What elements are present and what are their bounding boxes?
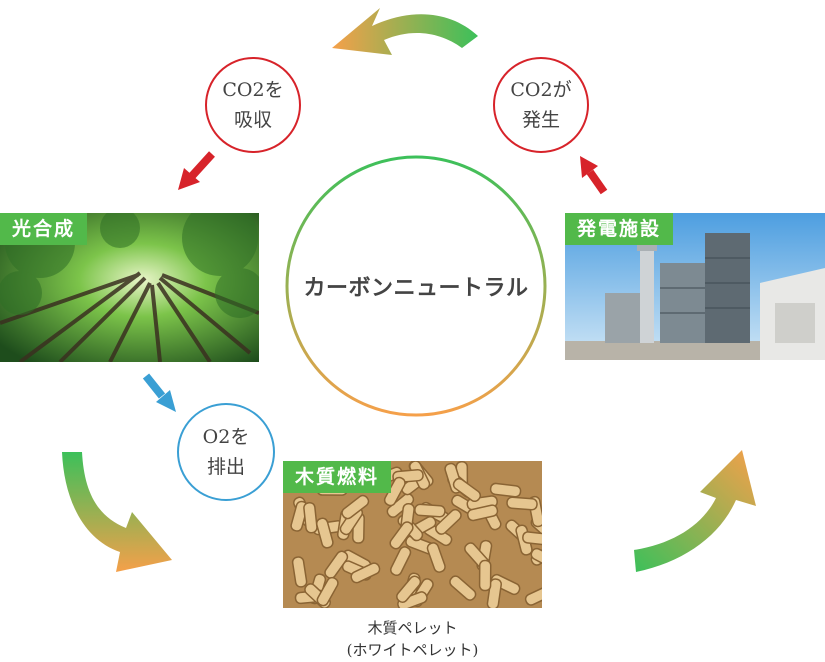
pellet-shape: [396, 575, 422, 603]
pellet-shape: [389, 521, 414, 550]
pellet-shape: [435, 508, 462, 535]
pellet-caption-line1: 木質ペレット: [367, 619, 458, 637]
center-circle: カーボンニュートラル: [285, 155, 547, 417]
top-cycle-arrow-icon: [332, 8, 478, 55]
photosynthesis-photo: 光合成: [0, 213, 259, 362]
co2-emit-line2: 発生: [521, 109, 560, 131]
pellet-shape: [522, 531, 542, 546]
pellet-caption-line2: (ホワイトペレット): [346, 641, 479, 659]
pellet-shape: [341, 494, 370, 520]
pellet-shape: [478, 559, 492, 592]
co2-absorb-bubble: CO2を 吸収: [205, 57, 301, 153]
pellet-shape: [389, 546, 412, 577]
co2-emit-bubble: CO2が 発生: [493, 57, 589, 153]
power-plant-tag: 発電施設: [565, 213, 674, 245]
o2-release-line1: O2を: [202, 426, 250, 448]
co2-absorb-line2: 吸収: [233, 109, 272, 131]
co2-emit-line1: CO2が: [510, 79, 572, 101]
center-label: カーボンニュートラル: [303, 275, 529, 301]
wood-fuel-tag: 木質燃料: [283, 461, 392, 493]
pellet-shape: [426, 542, 446, 573]
oxygen-arrow-icon: [142, 373, 176, 412]
photosynthesis-tag: 光合成: [0, 213, 88, 245]
pellet-shape: [466, 504, 499, 522]
pellet-shape: [506, 496, 538, 511]
pellet-shape: [452, 477, 482, 503]
pellet-shape: [324, 550, 349, 579]
wood-fuel-photo: 木質燃料: [283, 461, 542, 608]
pellet-shape: [414, 503, 446, 518]
emit-arrow-icon: [580, 156, 608, 195]
pellet-shape: [315, 517, 334, 549]
pellet-caption: 木質ペレット (ホワイトペレット): [283, 617, 542, 661]
pellet-shape: [524, 584, 542, 606]
o2-release-bubble: O2を 排出: [177, 403, 275, 501]
absorb-arrow-icon: [178, 151, 215, 190]
right-cycle-arrow-icon: [634, 450, 756, 572]
o2-release-line2: 排出: [206, 456, 245, 478]
power-plant-photo: 発電施設: [565, 213, 825, 360]
left-cycle-arrow-icon: [62, 452, 172, 572]
pellet-shape: [530, 547, 542, 570]
pellet-shape: [291, 556, 308, 588]
pellet-shape: [303, 501, 318, 534]
pellet-shape: [316, 576, 339, 607]
pellet-shape: [350, 562, 381, 584]
pellet-shape: [449, 575, 477, 601]
co2-absorb-line1: CO2を: [222, 79, 284, 101]
pellet-shape: [489, 482, 522, 498]
